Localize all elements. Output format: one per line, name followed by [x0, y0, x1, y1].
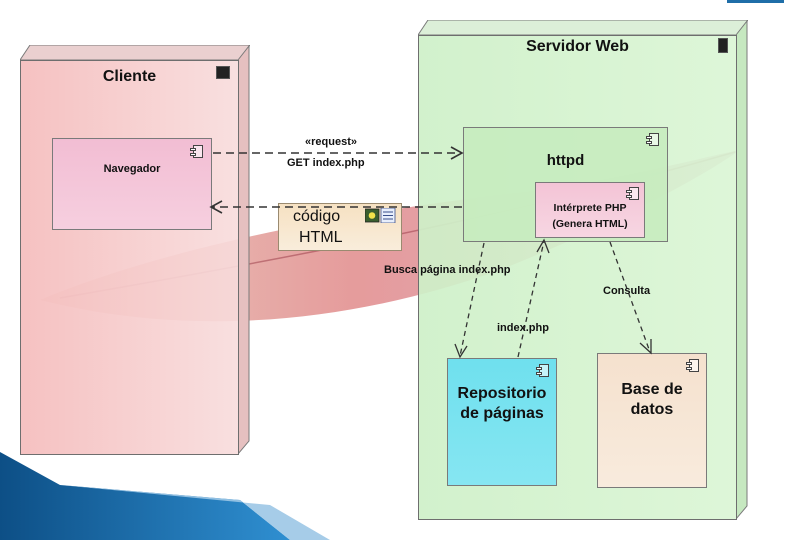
index-arrow — [517, 240, 545, 358]
component-icon — [686, 359, 699, 372]
slide-accent-bottom — [0, 452, 290, 540]
httpd-label: httpd — [546, 152, 585, 169]
component-icon — [626, 187, 639, 200]
artifact-label-line2: HTML — [299, 229, 343, 246]
consulta-label: Consulta — [603, 285, 651, 297]
busca-label: Busca página index.php — [384, 264, 511, 276]
response-arrowhead — [209, 200, 223, 214]
client-node-title: Cliente — [102, 68, 157, 85]
interprete-label-line1: Intérprete PHP — [553, 202, 627, 214]
interprete-label-line2: (Genera HTML) — [552, 218, 628, 230]
component-icon — [190, 145, 203, 158]
request-stereotype-label: «request» — [305, 136, 357, 148]
base-label-line2: datos — [630, 401, 674, 418]
codigo-html-artifact[interactable]: código HTML — [278, 203, 402, 251]
request-label: GET index.php — [287, 157, 365, 169]
navegador-label: Navegador — [103, 163, 161, 175]
repositorio-label-line2: de páginas — [460, 405, 544, 422]
component-icon — [536, 364, 549, 377]
client-node[interactable]: Cliente — [19, 44, 251, 456]
busca-arrow — [459, 242, 485, 357]
server-node-title: Servidor Web — [526, 38, 629, 55]
base-de-datos-component[interactable]: Base de datos — [597, 353, 707, 488]
html-document-icon — [364, 207, 397, 224]
index-label: index.php — [497, 322, 549, 334]
base-label-line1: Base de — [621, 381, 683, 398]
slide-accent-top — [727, 0, 784, 3]
monitor-icon — [216, 66, 230, 79]
repositorio-label-line1: Repositorio — [457, 385, 547, 402]
consulta-arrow — [609, 241, 651, 353]
request-arrowhead — [450, 146, 464, 160]
repositorio-component[interactable]: Repositorio de páginas — [447, 358, 557, 486]
server-icon — [718, 38, 728, 53]
index-arrowhead — [536, 238, 550, 254]
busca-arrowhead — [454, 343, 468, 359]
navegador-component[interactable]: Navegador — [52, 138, 212, 230]
client-node-body: Cliente — [20, 60, 239, 455]
consulta-arrowhead — [639, 339, 652, 355]
artifact-label-line1: código — [293, 208, 341, 225]
interprete-php-component[interactable]: Intérprete PHP (Genera HTML) — [535, 182, 645, 238]
component-icon — [646, 133, 659, 146]
